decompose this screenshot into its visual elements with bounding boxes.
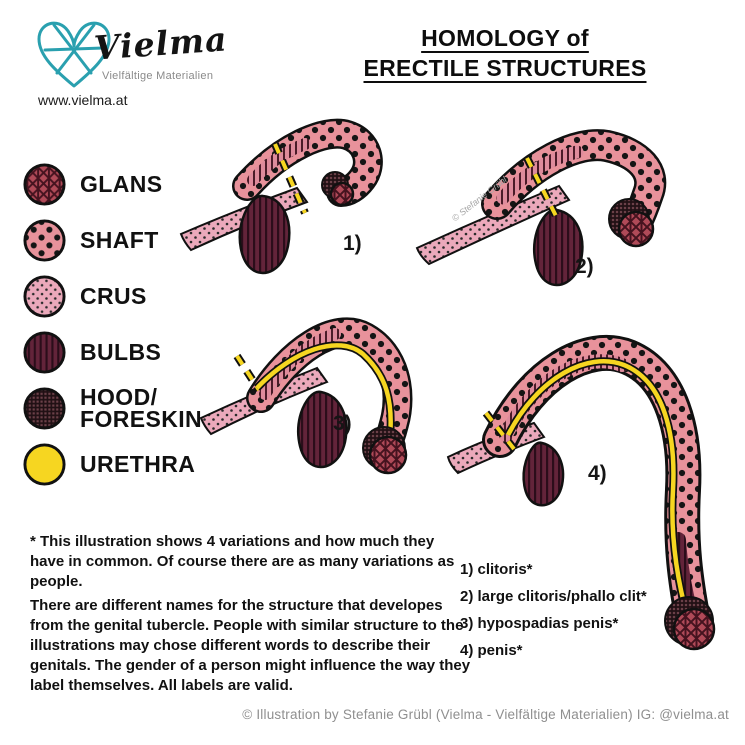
legend: GLANS SHAFT CRUS BULBS HOOD/ — [22, 162, 202, 487]
figure-4-crus — [446, 421, 546, 475]
figure-3-hood — [362, 426, 406, 470]
legend-item-bulbs: BULBS — [22, 330, 202, 375]
figure-2-label: 2) — [575, 255, 594, 278]
variant-item-penis: 4) penis* — [460, 642, 523, 659]
figure-3-corpus — [259, 328, 341, 400]
legend-item-shaft: SHAFT — [22, 218, 202, 263]
figure-2-corpus — [496, 145, 584, 205]
figure-3-label: 3) — [333, 412, 352, 435]
figure-3-crus — [199, 366, 329, 436]
figure-3-urethra — [255, 343, 393, 447]
figure-1-urethra — [273, 143, 307, 214]
figure-3-shaft — [248, 320, 410, 465]
page-title: HOMOLOGY of ERECTILE STRUCTURES — [338, 24, 672, 84]
legend-label-hood-line1: HOOD/ — [80, 383, 158, 410]
variant-item-clitoris: 1) clitoris* — [460, 561, 533, 578]
figure-4-glans — [672, 607, 716, 651]
figure-2-crus — [415, 184, 571, 266]
page-title-line1: HOMOLOGY of — [421, 25, 589, 51]
variant-item-hypospadias-penis: 3) hypospadias penis* — [460, 615, 619, 632]
figure-2-illustration — [415, 129, 667, 287]
brand-name: Vielma — [92, 19, 229, 68]
glans-pattern-icon — [23, 163, 66, 206]
crus-pattern-icon — [23, 275, 66, 318]
legend-item-urethra: URETHRA — [22, 442, 202, 487]
figure-4-bulb-band — [670, 532, 698, 621]
brand-tagline: Vielfältige Materialien — [102, 70, 214, 82]
figure-4-label: 4) — [588, 462, 607, 485]
note-names: There are different names for the struct… — [30, 597, 471, 695]
figure-1-label: 1) — [343, 232, 362, 255]
legend-label-crus: CRUS — [80, 282, 147, 309]
figure-2-hood — [608, 198, 650, 240]
figure-4-bulb — [522, 441, 565, 507]
page-title-line2: ERECTILE STRUCTURES — [363, 54, 647, 81]
legend-item-hood: HOOD/ FORESKIN — [22, 383, 203, 432]
variant-list: 1) clitoris* 2) large clitoris/phallo cl… — [460, 561, 647, 659]
urethra-pattern-icon — [23, 443, 66, 486]
figure-3-illustration — [199, 317, 413, 475]
figure-2-urethra — [525, 157, 561, 223]
figure-2-shaft — [483, 131, 664, 240]
legend-label-urethra: URETHRA — [80, 450, 196, 477]
figure-3-glans — [368, 435, 408, 475]
figure-4-hood — [664, 596, 714, 646]
figure-1-illustration — [179, 118, 383, 275]
vielma-logo-icon — [37, 21, 111, 88]
artist-watermark: © Stefanie Grübl — [449, 174, 509, 224]
legend-label-bulbs: BULBS — [80, 338, 162, 365]
hood-pattern-icon — [23, 387, 66, 430]
variant-item-large-clitoris: 2) large clitoris/phallo clit* — [460, 588, 647, 605]
figure-1-glans — [329, 181, 355, 207]
legend-item-glans: GLANS — [22, 162, 202, 207]
shaft-pattern-icon — [23, 219, 66, 262]
figure-1-bulb — [238, 194, 291, 275]
copyright-footer: © Illustration by Stefanie Grübl (Vielma… — [242, 707, 729, 722]
legend-label-hood-line2: FORESKIN — [80, 405, 203, 432]
brand-url: www.vielma.at — [38, 92, 128, 108]
legend-label-glans: GLANS — [80, 170, 163, 197]
figure-1-shaft — [234, 121, 381, 205]
figure-1-hood — [321, 171, 349, 199]
legend-item-crus: CRUS — [22, 274, 202, 319]
legend-label-shaft: SHAFT — [80, 226, 159, 253]
figure-2-glans — [617, 210, 655, 248]
figure-4-corpus — [499, 354, 629, 442]
figure-1-corpus — [247, 138, 311, 186]
bulbs-pattern-icon — [23, 331, 66, 374]
note-variations: * This illustration shows 4 variations a… — [30, 533, 455, 591]
